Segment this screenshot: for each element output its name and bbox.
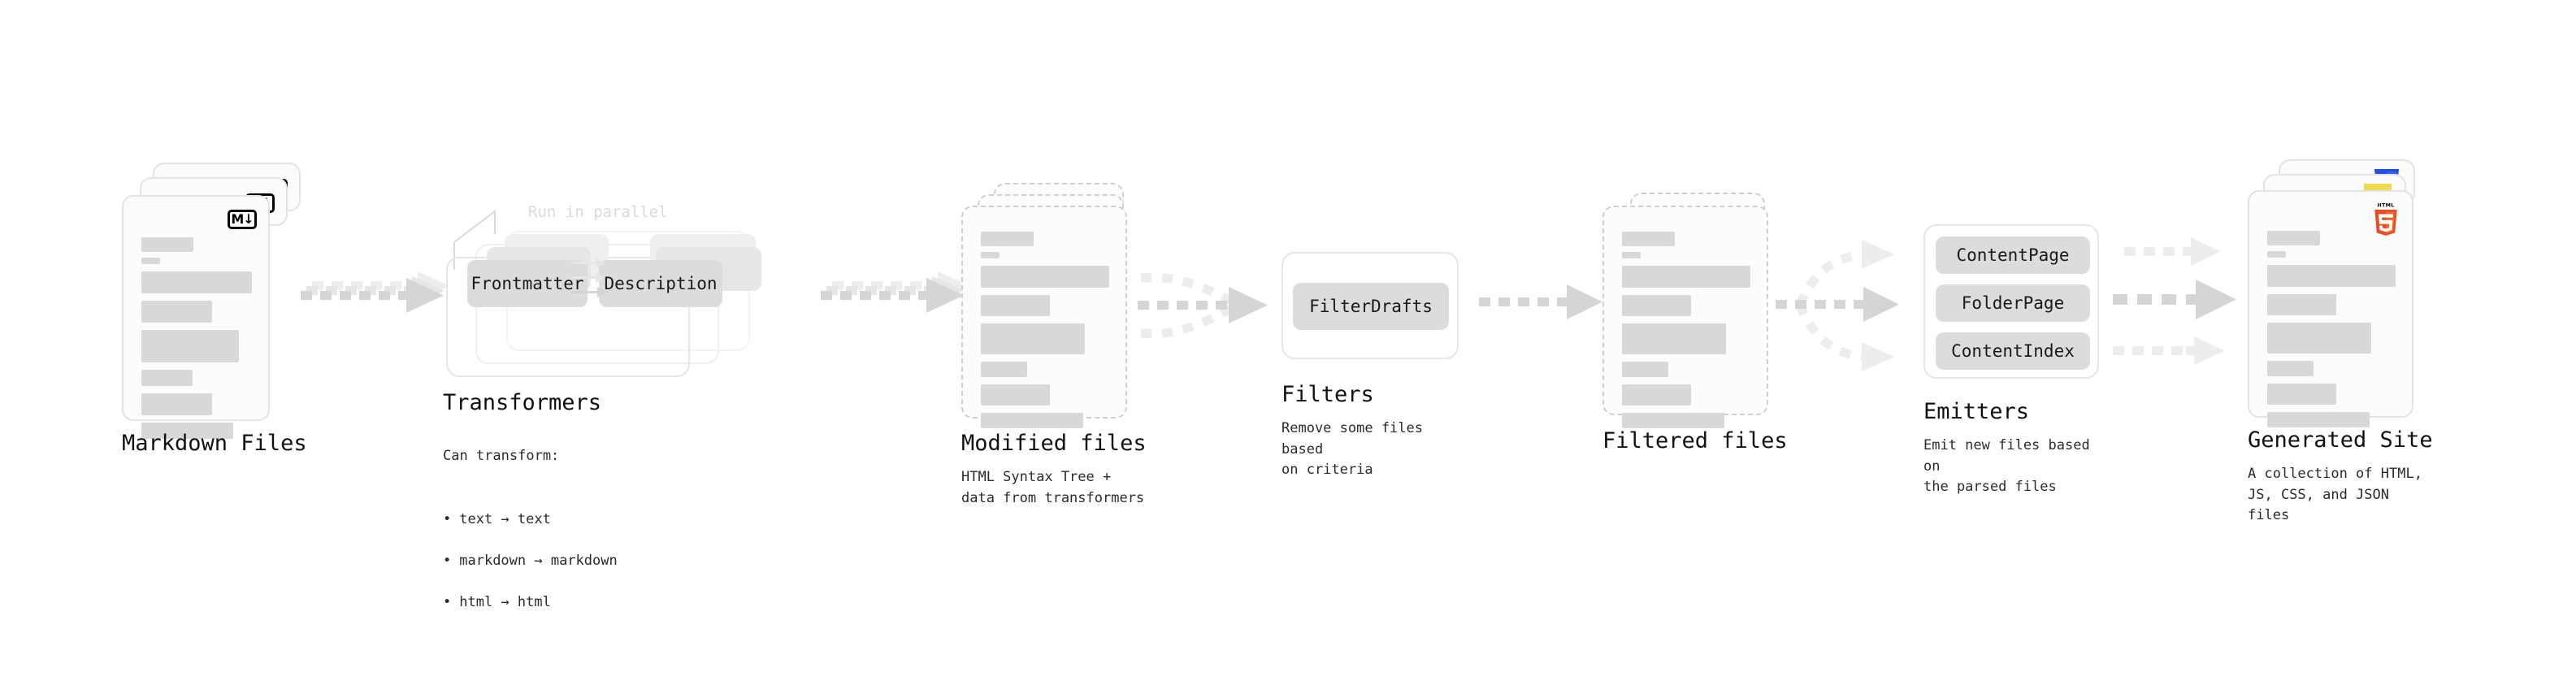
markdown-icon: M↓ [228,210,257,229]
title-filters: Filters [1281,382,1374,407]
pill-contentpage[interactable]: ContentPage [1936,236,2090,274]
pill-description[interactable]: Description [599,260,722,307]
run-in-parallel-label: Run in parallel [528,203,668,221]
svg-text:HTML: HTML [2377,202,2394,208]
markdown-file-stack: M↓ M↓ M↓ [122,163,301,439]
caption-filtered-files: Filtered files [1602,428,1788,453]
connector-filtered-to-emitters [1776,240,1899,371]
pill-contentindex[interactable]: ContentIndex [1936,332,2090,370]
title-modified-files: Modified files [961,431,1147,456]
stage-modified-files: Modified files HTML Syntax Tree + data f… [961,183,1147,506]
transformers-bullet-html: html → html [443,592,618,614]
subtitle-emitters: Emit new files based on the parsed files [1923,437,2090,495]
doc-placeholder-lines [981,232,1109,436]
caption-generated-site: Generated Site A collection of HTML, JS,… [2248,427,2435,527]
stage-filtered-files: Filtered files [1602,193,1788,453]
pill-folderpage[interactable]: FolderPage [1936,284,2090,322]
transformers-bullet-markdown: markdown → markdown [443,551,617,572]
emitters-group-box: ContentPage FolderPage ContentIndex [1923,224,2099,379]
stage-generated-site: HTML Generated Site A [2248,159,2435,523]
markdown-icon-letter: M [231,211,244,227]
transformers-can-transform-label: Can transform: [443,447,560,464]
connector-md-to-transformers [301,271,450,313]
subtitle-filters: Remove some files based on criteria [1281,420,1423,478]
pill-filterdrafts[interactable]: FilterDrafts [1293,283,1449,330]
connector-filters-to-filtered [1479,284,1602,319]
generated-site-stack: HTML [2248,159,2435,427]
title-transformers: Transformers [443,390,602,415]
modified-doc-front [961,206,1127,428]
run-in-parallel-bracket [453,209,496,270]
caption-transformers: Transformers Can transform: text → text … [443,390,618,655]
subtitle-modified-files: HTML Syntax Tree + data from transformer… [961,469,1145,506]
title-emitters: Emitters [1923,399,2030,424]
inner-transformer-arrows [571,258,609,297]
transformer-group-front: Frontmatter Description [446,234,761,377]
filters-group-box: FilterDrafts [1281,252,1459,359]
filtered-file-stack [1602,193,1781,428]
filtered-doc-front [1602,206,1768,428]
pill-frontmatter[interactable]: Frontmatter [467,260,588,307]
transformers-bullet-list: text → text markdown → markdown html → h… [443,489,618,635]
stage-emitters: ContentPage FolderPage ContentIndex Emit… [1923,224,2099,495]
generated-doc-front-html: HTML [2248,190,2413,427]
connector-modified-to-filters [1138,272,1268,338]
caption-emitters: Emitters Emit new files based on the par… [1923,399,2099,498]
title-markdown-files: Markdown Files [122,431,307,456]
doc-placeholder-lines [141,237,252,446]
html5-icon: HTML [2374,202,2397,236]
subtitle-transformers: Can transform: text → text markdown → ma… [443,425,618,655]
markdown-doc-front: M↓ [122,195,270,439]
transformers-bullet-text: text → text [443,510,618,531]
title-filtered-files: Filtered files [1602,428,1788,453]
stage-markdown-files: M↓ M↓ M↓ [122,163,307,456]
doc-placeholder-lines [1622,232,1750,436]
caption-filters: Filters Remove some files based on crite… [1281,382,1459,481]
stage-filters: FilterDrafts Filters Remove some files b… [1281,252,1459,478]
modified-file-stack [961,183,1140,428]
markdown-icon-arrow: ↓ [243,211,254,227]
connector-transformers-to-modified [821,271,970,313]
doc-placeholder-lines [2267,231,2396,435]
caption-modified-files: Modified files HTML Syntax Tree + data f… [961,431,1147,509]
subtitle-generated-site: A collection of HTML, JS, CSS, and JSON … [2248,466,2422,523]
connector-emitters-to-site [2113,237,2236,365]
title-generated-site: Generated Site [2248,427,2433,453]
caption-markdown-files: Markdown Files [122,431,307,456]
